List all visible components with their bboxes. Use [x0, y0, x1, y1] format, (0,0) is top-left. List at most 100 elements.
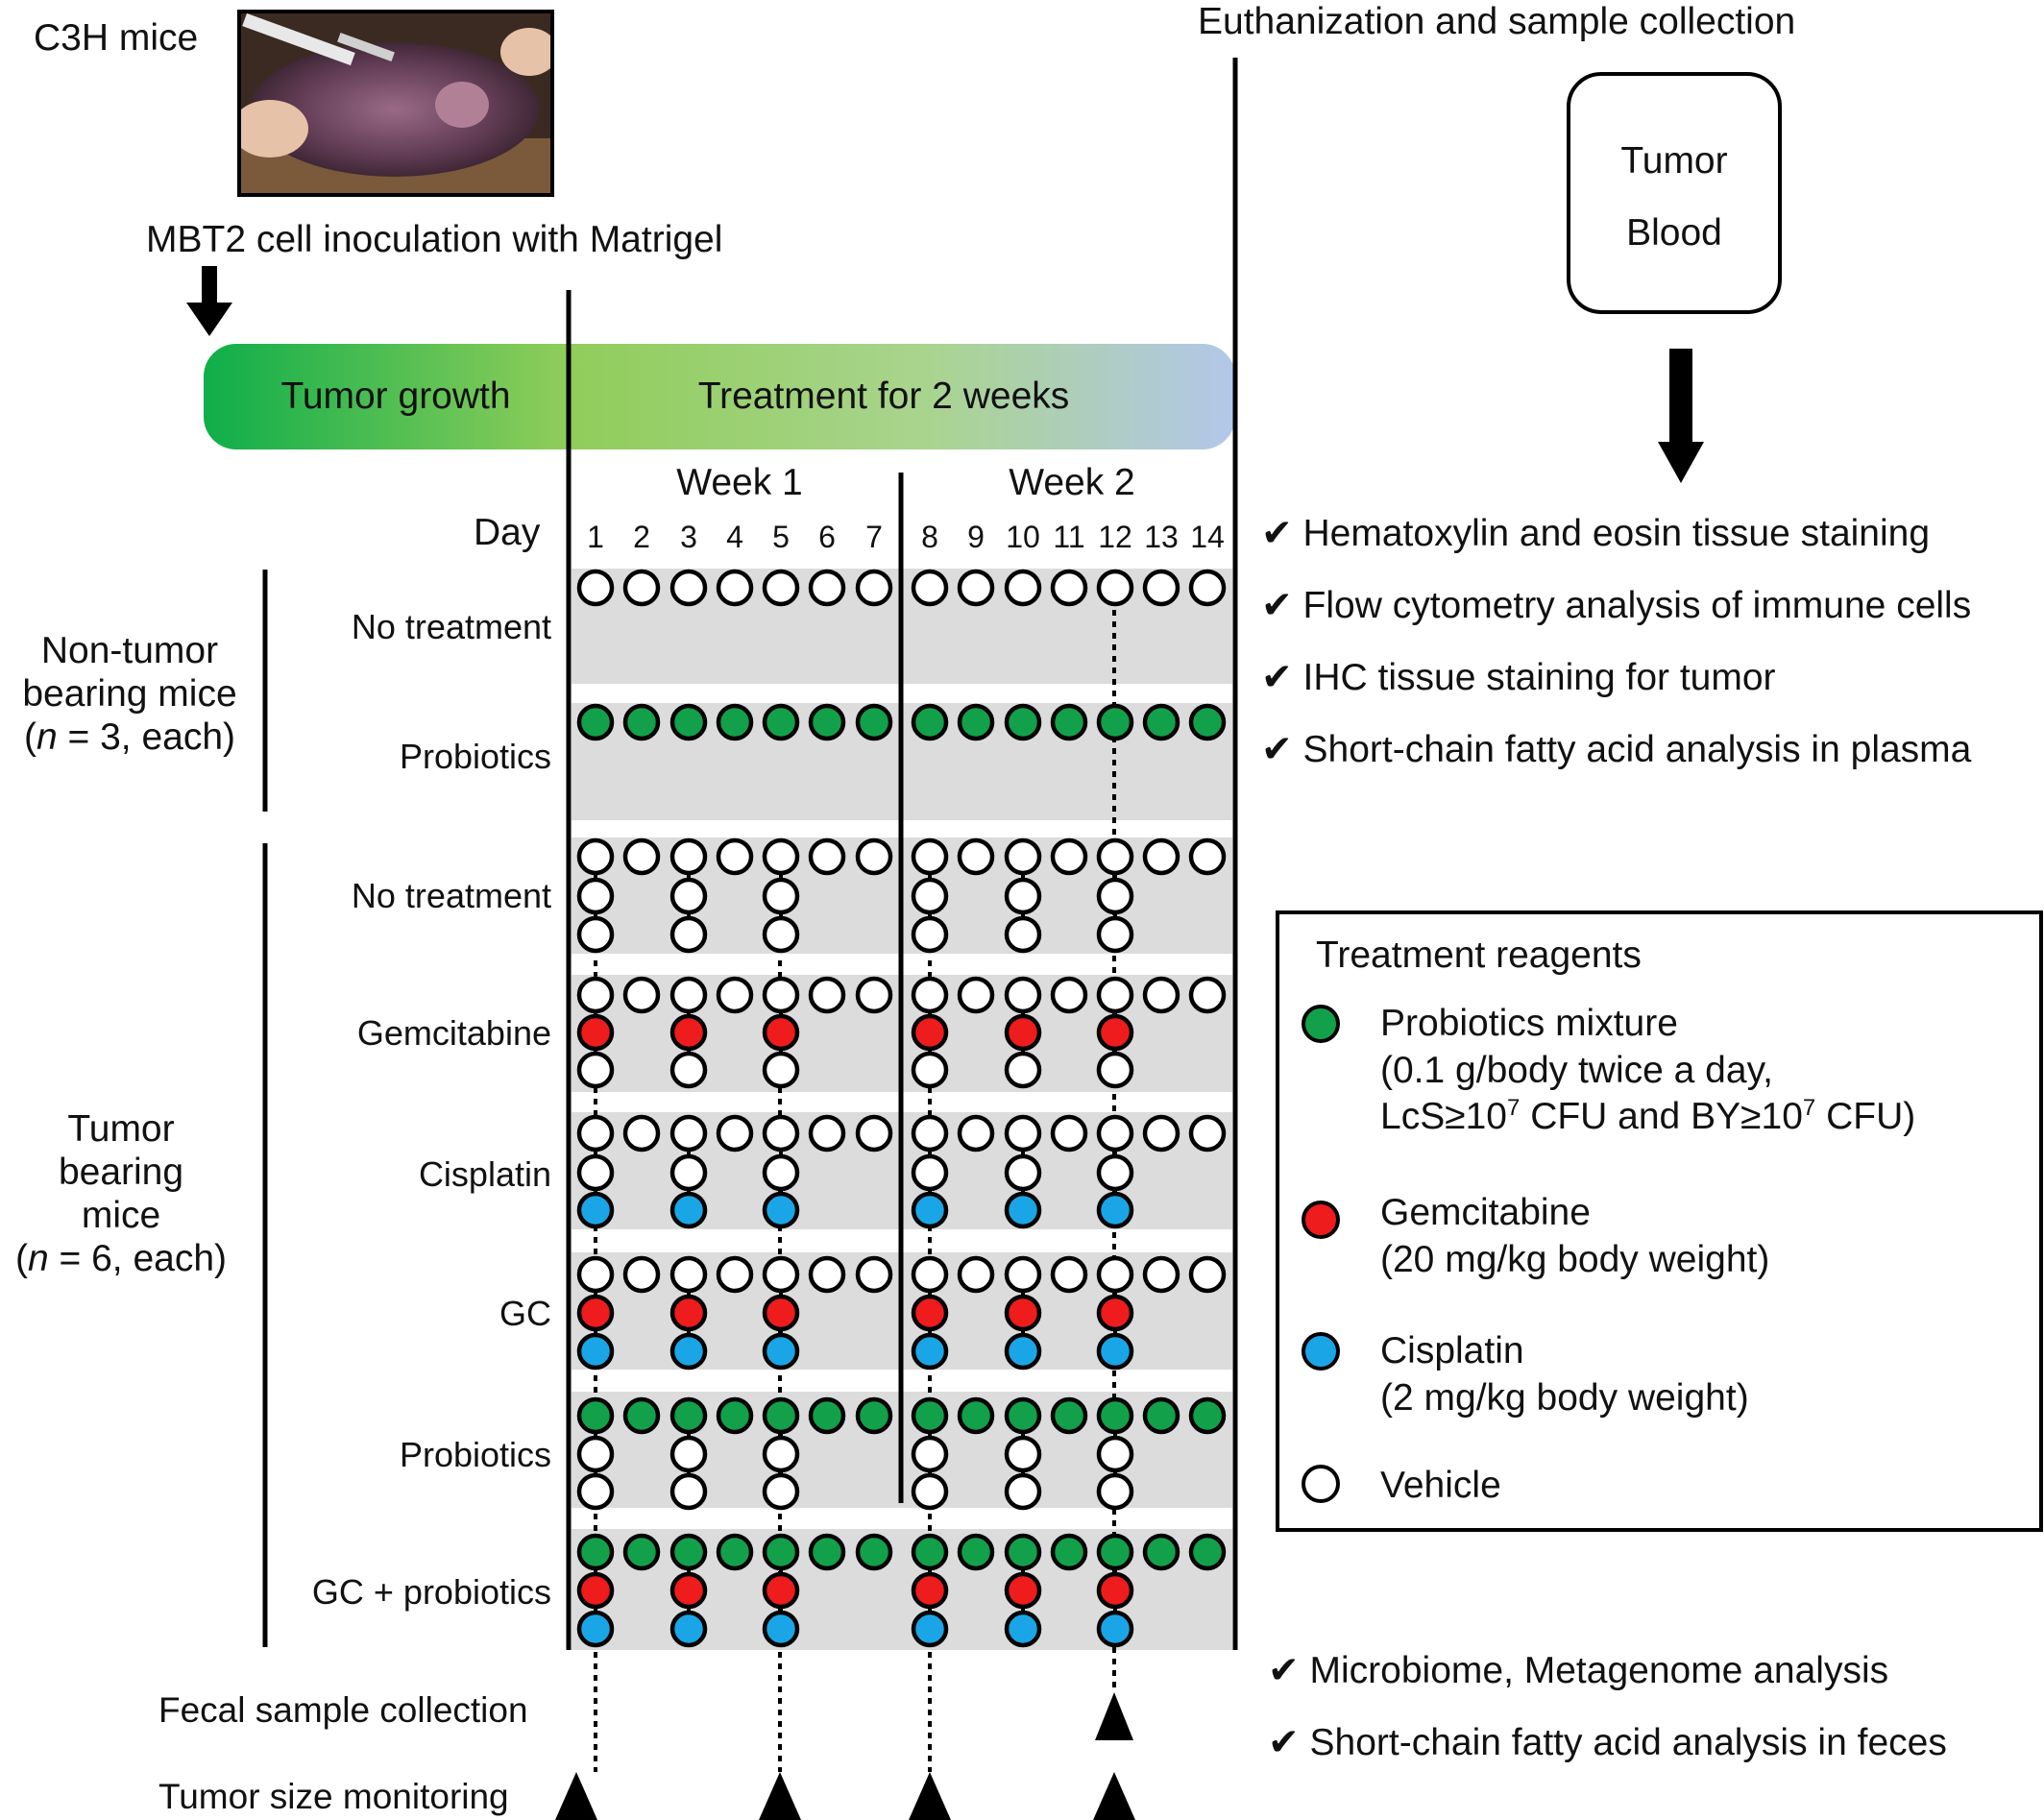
vehicle-dot [762, 837, 800, 876]
check-icon: ✔ [1261, 585, 1303, 626]
vehicle-dot [716, 1114, 754, 1153]
vehicle-dot [716, 976, 754, 1014]
probiotics-dot [1142, 1533, 1180, 1571]
treatment-row-label: Probiotics [399, 1435, 551, 1474]
legend-probiotics-name: Probiotics mixture [1380, 1003, 1678, 1044]
gemcitabine-dot [576, 1571, 615, 1610]
vehicle-dot [1004, 1472, 1042, 1511]
cisplatin-dot [576, 1191, 615, 1229]
vehicle-dot [1004, 1255, 1042, 1294]
probiotics-dot [576, 1533, 615, 1571]
cisplatin-dot [669, 1610, 708, 1648]
vehicle-dot [669, 1255, 708, 1294]
day-number: 2 [633, 520, 650, 554]
vehicle-dot [762, 915, 800, 954]
vehicle-dot [1096, 1435, 1134, 1473]
probiotics-dot [622, 1533, 661, 1571]
vehicle-dot [911, 1051, 949, 1089]
check-icon: ✔ [1261, 513, 1303, 554]
probiotics-dot [1188, 703, 1227, 741]
probiotics-dot [957, 1533, 995, 1571]
vehicle-dot [1050, 837, 1088, 876]
probiotics-dot [1004, 1396, 1042, 1435]
cisplatin-dot [1096, 1610, 1134, 1648]
vehicle-dot [1096, 837, 1134, 876]
vehicle-dot [808, 837, 846, 876]
cisplatin-dot [1004, 1191, 1042, 1229]
analysis-item: ✔ IHC tissue staining for tumor [1261, 657, 1776, 698]
probiotics-dot [808, 1533, 846, 1571]
probiotics-dot [957, 1396, 995, 1435]
sample-blood: Blood [1626, 212, 1722, 254]
probiotics-dot [1050, 1396, 1088, 1435]
vehicle-dot [576, 1435, 615, 1473]
probiotics-dot [1096, 1533, 1134, 1571]
vehicle-dot [1188, 976, 1227, 1014]
vehicle-dot [669, 1472, 708, 1511]
vehicle-dot [808, 569, 846, 607]
vehicle-dot [1096, 1114, 1134, 1153]
treatment-row-label: Probiotics [399, 737, 551, 776]
cisplatin-dot [762, 1191, 800, 1229]
vehicle-dot [716, 569, 754, 607]
vehicle-dot [622, 1255, 661, 1294]
vehicle-dot [855, 1114, 893, 1153]
timeline-bar [204, 344, 1235, 449]
vehicle-dot [1188, 1255, 1227, 1294]
treatment-row-label: No treatment [351, 607, 551, 646]
day-number: 8 [921, 520, 938, 554]
day-number: 11 [1053, 520, 1085, 554]
legend-cisplatin-name: Cisplatin [1380, 1330, 1524, 1371]
probiotics-dot [855, 1396, 893, 1435]
vehicle-dot [1096, 569, 1134, 607]
treatment-row-label: No treatment [351, 876, 551, 915]
vehicle-dot [576, 1051, 615, 1089]
probiotics-dot [576, 703, 615, 741]
gemcitabine-dot [576, 1013, 615, 1052]
vehicle-dot [1142, 976, 1180, 1014]
vehicle-dot [762, 1255, 800, 1294]
probiotics-dot [957, 703, 995, 741]
probiotics-dot [1050, 703, 1088, 741]
vehicle-dot [762, 976, 800, 1014]
legend-green-dot [1302, 1005, 1340, 1043]
day-number: 14 [1190, 520, 1225, 554]
vehicle-dot [716, 837, 754, 876]
probiotics-dot [911, 703, 949, 741]
vehicle-dot [1004, 915, 1042, 954]
probiotics-dot [1142, 1396, 1180, 1435]
check-icon: ✔ [1268, 1722, 1310, 1763]
cisplatin-dot [762, 1332, 800, 1371]
vehicle-dot [1096, 1153, 1134, 1192]
legend-title: Treatment reagents [1316, 934, 1642, 976]
day-number: 1 [587, 520, 604, 554]
probiotics-dot [716, 703, 754, 741]
gemcitabine-dot [669, 1013, 708, 1052]
gemcitabine-dot [1096, 1294, 1134, 1332]
vehicle-dot [762, 1114, 800, 1153]
gemcitabine-dot [762, 1013, 800, 1052]
vehicle-dot [1142, 569, 1180, 607]
gemcitabine-dot [762, 1294, 800, 1332]
vehicle-dot [669, 1435, 708, 1473]
vehicle-dot [669, 837, 708, 876]
legend-white-dot [1302, 1465, 1340, 1503]
legend-probiotics-detail2: LcS≥107 CFU and BY≥107 CFU) [1380, 1095, 1916, 1137]
vehicle-dot [762, 877, 800, 915]
cisplatin-dot [911, 1610, 949, 1648]
probiotics-dot [716, 1396, 754, 1435]
gemcitabine-dot [1004, 1013, 1042, 1052]
vehicle-dot [957, 1255, 995, 1294]
cisplatin-dot [1004, 1332, 1042, 1371]
vehicle-dot [1050, 1255, 1088, 1294]
vehicle-dot [808, 1114, 846, 1153]
vehicle-dot [1004, 976, 1042, 1014]
vehicle-dot [576, 837, 615, 876]
vehicle-dot [622, 1114, 661, 1153]
treatment-row-label: Cisplatin [418, 1154, 551, 1194]
cisplatin-dot [1004, 1610, 1042, 1648]
legend-cisplatin-detail: (2 mg/kg body weight) [1380, 1377, 1749, 1419]
tumor-size-marker-day5 [759, 1772, 801, 1820]
probiotics-dot [576, 1396, 615, 1435]
vehicle-dot [911, 1472, 949, 1511]
